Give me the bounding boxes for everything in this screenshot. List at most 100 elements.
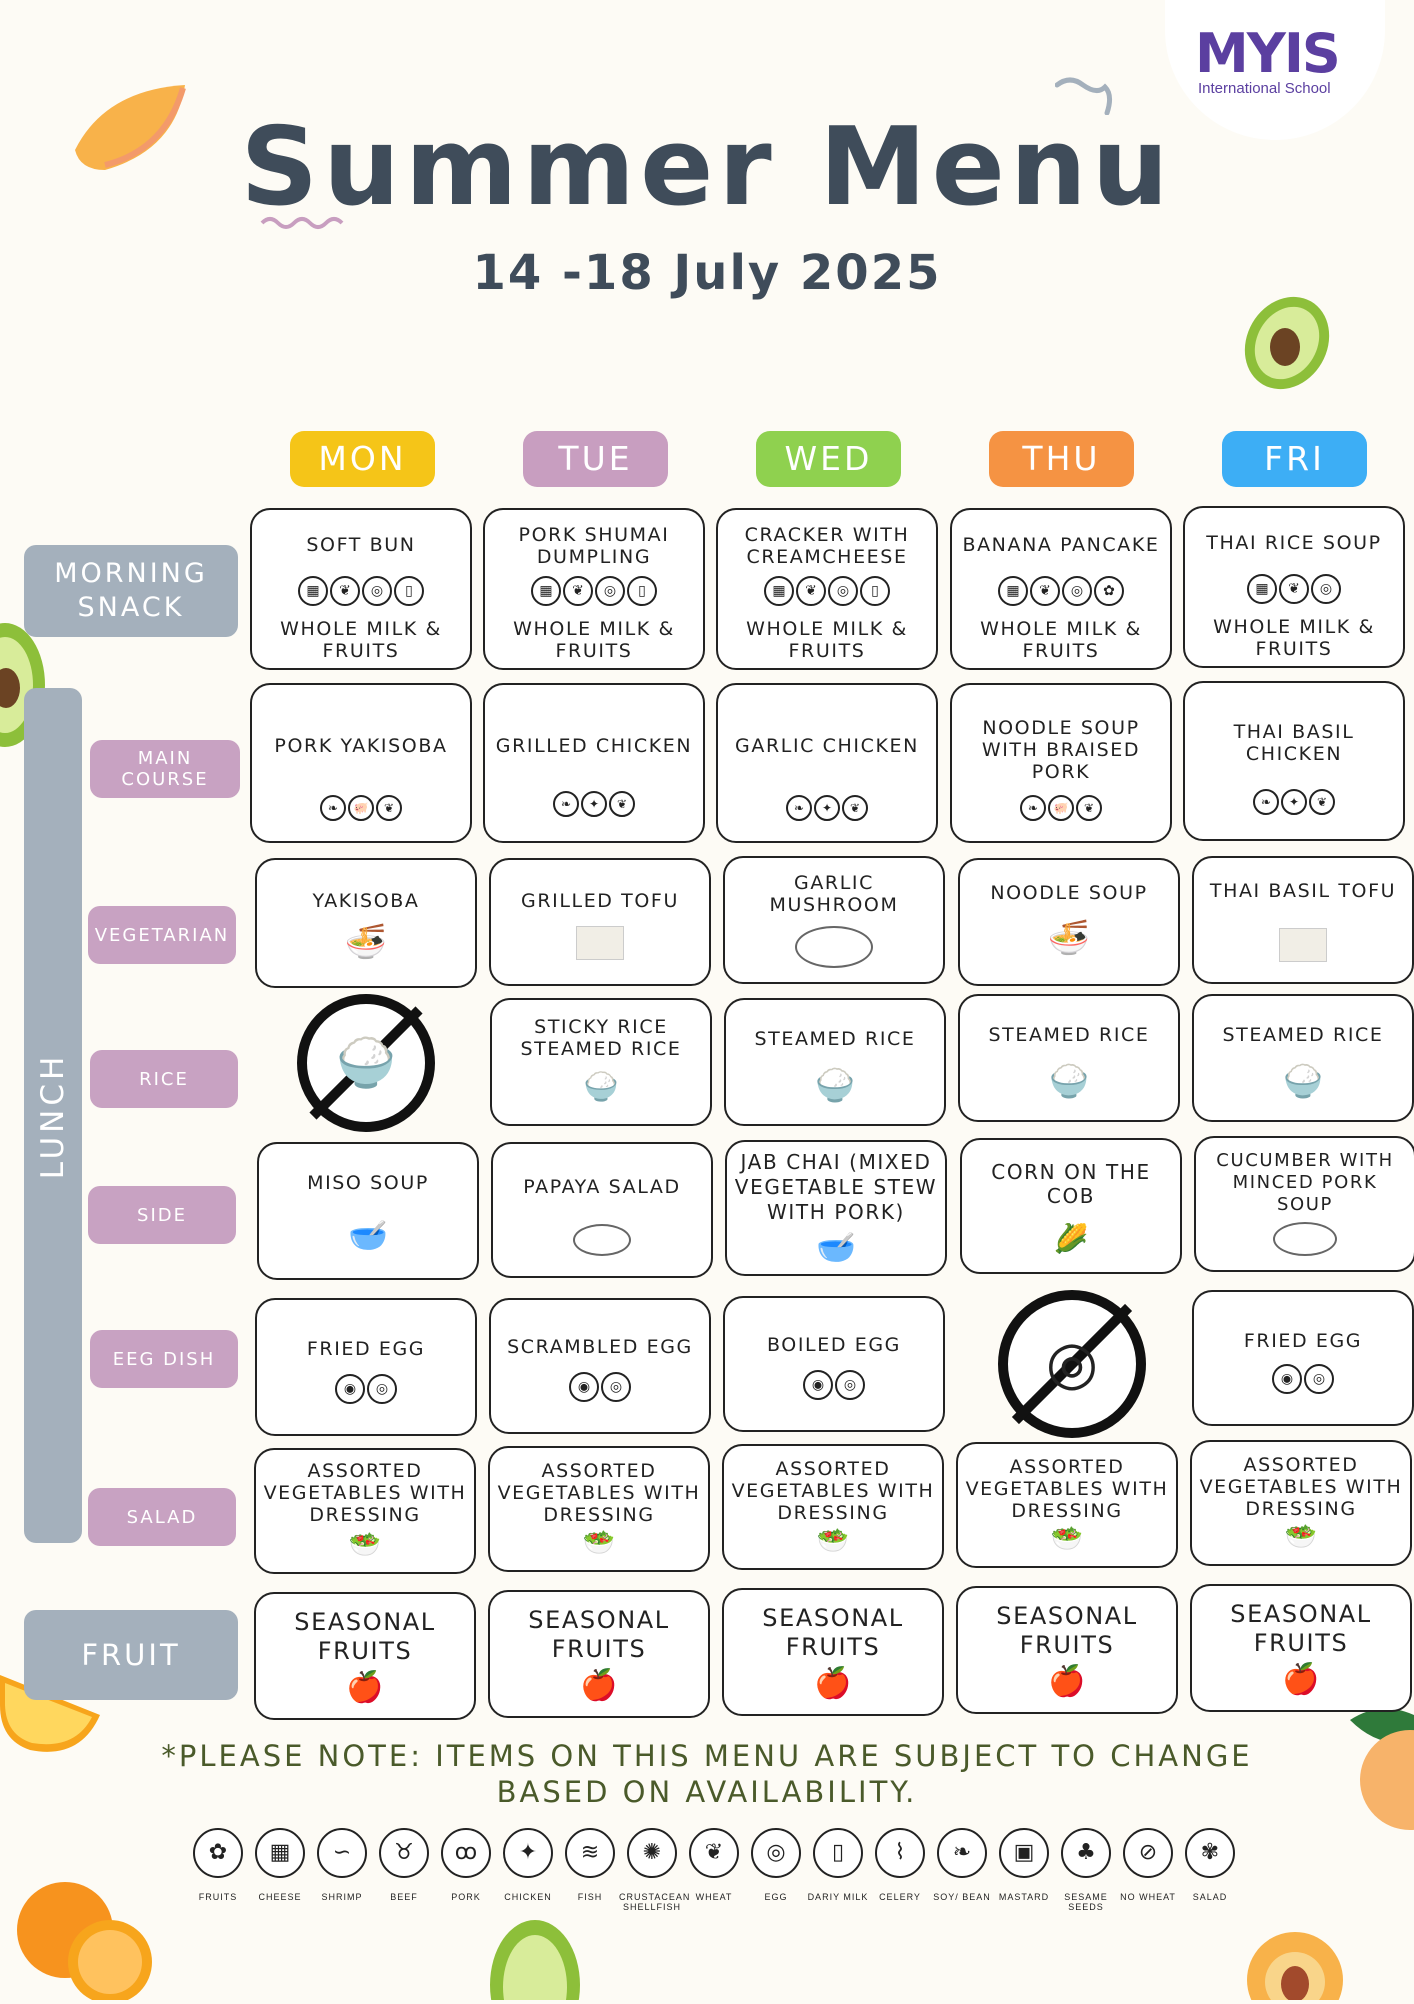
allergen-icons: ◉◎ [491,1372,709,1402]
snack-item: PORK SHUMAI DUMPLING [518,524,670,568]
logo-subtitle: International School [1198,80,1331,97]
main-item: NOODLE SOUP WITH BRAISED PORK [981,717,1141,783]
mushroom-plate-icon [725,926,943,977]
rice-cell-fri: STEAMED RICE 🍚 [1192,994,1414,1122]
soy-icon: ❧ [786,795,812,821]
noodle-bowl-icon: 🍜 [344,922,388,962]
legend-label: SOY/ BEAN [933,1892,991,1902]
snack-item: SOFT BUN [306,534,416,556]
legend-sesame: ♣SESAME SEEDS [1053,1828,1119,1912]
wheat-icon: ❦ [1279,574,1309,604]
rice-item: STEAMED RICE [1222,1024,1384,1046]
main-cell-wed: GARLIC CHICKEN ❧✦❦ [716,683,938,843]
snack-cell-thu: BANANA PANCAKE ▦❦◎✿ WHOLE MILK & FRUITS [950,508,1172,670]
snack-drink: WHOLE MILK & FRUITS [280,618,442,662]
side-cell-mon: MISO SOUP 🥣 [257,1142,479,1280]
salad-cell-thu: ASSORTED VEGETABLES WITH DRESSING 🥗 [956,1442,1178,1568]
legend-celery: ⌇CELERY [867,1828,933,1902]
cheese-icon: ▦ [298,576,328,606]
rice-cell-tue: STICKY RICE STEAMED RICE 🍚 [490,998,712,1126]
wheat-icon: ❦ [563,576,593,606]
salad-cell-mon: ASSORTED VEGETABLES WITH DRESSING 🥗 [254,1448,476,1574]
mustard-icon: ▣ [999,1828,1049,1878]
no-rice-icon: 🍚 [297,994,435,1132]
main-item: GRILLED CHICKEN [495,735,693,757]
orange-decoration [10,1870,160,2004]
fruit-label: FRUIT [24,1610,238,1700]
egg-icon: ◎ [601,1372,631,1402]
side-label: SIDE [88,1186,236,1244]
allergen-icons: ❧🐖❦ [952,795,1170,821]
legend-egg: ◎EGG [743,1828,809,1902]
egg-item: FRIED EGG [306,1338,426,1360]
snack-drink: WHOLE MILK & FRUITS [746,618,908,662]
beef-icon: ♉ [379,1828,429,1878]
shrimp-icon: ∽ [317,1828,367,1878]
pork-icon: ꝏ [441,1828,491,1878]
legend-milk: ▯DARIY MILK [805,1828,871,1902]
egg-item: FRIED EGG [1243,1330,1363,1352]
lunch-text: LUNCH [35,1052,71,1179]
sesame-icon: ♣ [1061,1828,1111,1878]
no-egg-icon: ◎ [998,1290,1146,1438]
avocado-bottom-decoration [480,1915,590,2004]
snack-item: THAI RICE SOUP [1206,532,1382,554]
legend-soy: ❧SOY/ BEAN [929,1828,995,1902]
allergen-icons: ▦❦◎▯ [718,576,936,606]
wheat-icon: ❦ [1076,795,1102,821]
day-header-wed: WED [756,431,901,487]
soup-bowl-icon: 🥣 [348,1216,388,1254]
veg-item: NOODLE SOUP [990,882,1148,904]
side-item: CORN ON THE COB [991,1160,1151,1208]
celery-icon: ⌇ [875,1828,925,1878]
salad-cell-fri: ASSORTED VEGETABLES WITH DRESSING 🥗 [1190,1440,1412,1566]
fruit-item: SEASONAL FRUITS [996,1602,1138,1659]
rice-bowl-icon: 🍚 [336,1035,396,1091]
legend-label: BEEF [390,1892,418,1902]
allergen-icons: ▦❦◎▯ [252,576,470,606]
legend-label: WHEAT [695,1892,733,1902]
legend-fruits: ✿ FRUITS [185,1828,251,1902]
salad-item: ASSORTED VEGETABLES WITH DRESSING [965,1456,1169,1522]
avocado-decoration [1240,285,1335,395]
legend-fish: ≋FISH [557,1828,623,1902]
veg-cell-tue: GRILLED TOFU [489,858,711,986]
chicken-icon: ✦ [503,1828,553,1878]
peach-slice-decoration [65,80,195,175]
allergen-icons: ❧✦❦ [1185,789,1403,815]
veg-item: GRILLED TOFU [521,890,679,912]
side-item: PAPAYA SALAD [523,1176,681,1198]
wheat-icon: ❦ [330,576,360,606]
lunch-label: LUNCH [24,688,82,1543]
legend-no-wheat: ⊘NO WHEAT [1115,1828,1181,1902]
salad-bowl-icon: 🥗 [1050,1524,1084,1554]
side-cell-thu: CORN ON THE COB 🌽 [960,1138,1182,1274]
legend-shrimp: ∽SHRIMP [309,1828,375,1902]
snack-item: BANANA PANCAKE [962,534,1160,556]
side-item: CUCUMBER WITH MINCED PORK SOUP [1216,1150,1394,1215]
soup-plate-icon [1196,1222,1414,1265]
noodle-soup-icon: 🍜 [1047,918,1091,958]
fruit-item: SEASONAL FRUITS [294,1608,436,1665]
corn-icon: 🌽 [1053,1222,1089,1255]
egg-icon: ◎ [367,1374,397,1404]
legend-label: FRUITS [198,1892,238,1902]
side-cell-wed: JAB CHAI (MIXED VEGETABLE STEW WITH PORK… [725,1140,947,1276]
legend-label: DARIY MILK [807,1892,869,1902]
fruits-icon: 🍎 [814,1666,852,1701]
fruit-item: SEASONAL FRUITS [528,1606,670,1663]
rice-item: STICKY RICE STEAMED RICE [520,1016,682,1060]
fruits-icon: ✿ [193,1828,243,1878]
legend-label: SALAD [1192,1892,1228,1902]
rice-label: RICE [90,1050,238,1108]
allergen-icons: ▦❦◎ [1185,574,1403,604]
rice-cell-wed: STEAMED RICE 🍚 [724,998,946,1126]
egg-cell-mon: FRIED EGG ◉◎ [255,1298,477,1436]
fried-egg-icon: ◉ [569,1372,599,1402]
chicken-icon: ✦ [1281,789,1307,815]
rice-bowl-icon: 🍚 [1049,1062,1089,1100]
fruits-icon: 🍎 [346,1670,384,1705]
legend-label: FISH [577,1892,603,1902]
allergen-icons: ◉◎ [257,1374,475,1404]
